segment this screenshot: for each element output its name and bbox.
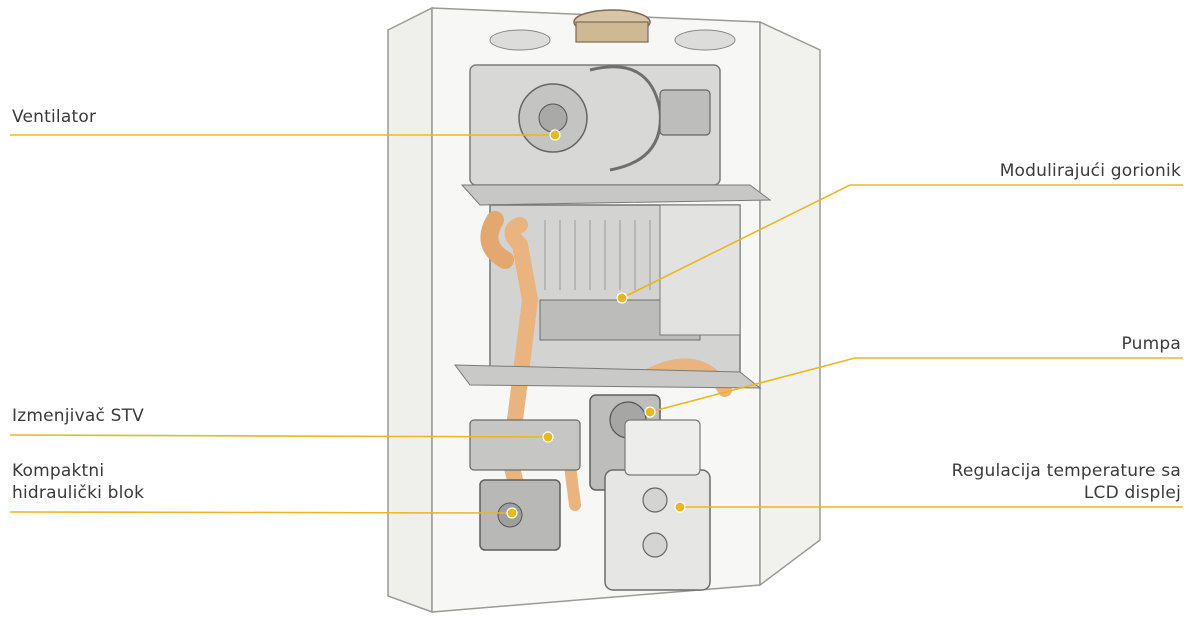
leader-line-dhw xyxy=(9,434,549,438)
air-intake-left xyxy=(489,29,551,51)
leader-line-pump xyxy=(649,357,1183,413)
gas-valve xyxy=(659,89,711,136)
leader-dot-pump xyxy=(644,406,656,418)
dhw-exchanger-block xyxy=(469,419,581,471)
air-intake-right xyxy=(674,29,736,51)
label-ventilator: Ventilator xyxy=(12,107,97,127)
label-hydraulic-block: Kompaktni hidraulički blok xyxy=(12,461,145,503)
leader-line-hydraulic xyxy=(9,511,513,514)
control-display xyxy=(624,419,701,476)
copper-pipe-bend xyxy=(480,211,514,269)
exchanger-fins xyxy=(544,220,651,290)
fan-motor-center xyxy=(538,103,568,133)
label-dhw-exchanger: Izmenjivač STV xyxy=(12,406,145,426)
control-knob-top xyxy=(642,487,668,513)
label-temperature-control: Regulacija temperature sa LCD displej xyxy=(951,461,1181,503)
leader-dots xyxy=(506,129,686,519)
leader-dot-burner xyxy=(616,292,628,304)
copper-pipe-main xyxy=(501,217,539,508)
flue-collar xyxy=(575,21,649,43)
casing-front-right-panel xyxy=(759,20,821,587)
label-pump: Pumpa xyxy=(1121,334,1181,354)
casing-side-panel xyxy=(387,6,433,614)
burner-side-box xyxy=(659,204,741,336)
control-knob-bottom xyxy=(642,532,668,558)
leader-dot-dhw xyxy=(542,431,554,443)
leader-dot-ventilator xyxy=(549,129,561,141)
mid-shelf xyxy=(460,184,772,206)
lower-shelf xyxy=(453,364,762,389)
leader-lines xyxy=(9,134,1183,514)
leader-line-burner xyxy=(621,184,1183,299)
leader-dot-control xyxy=(674,501,686,513)
leader-dot-hydraulic xyxy=(506,507,518,519)
label-modulating-burner: Modulirajući gorionik xyxy=(999,161,1181,181)
